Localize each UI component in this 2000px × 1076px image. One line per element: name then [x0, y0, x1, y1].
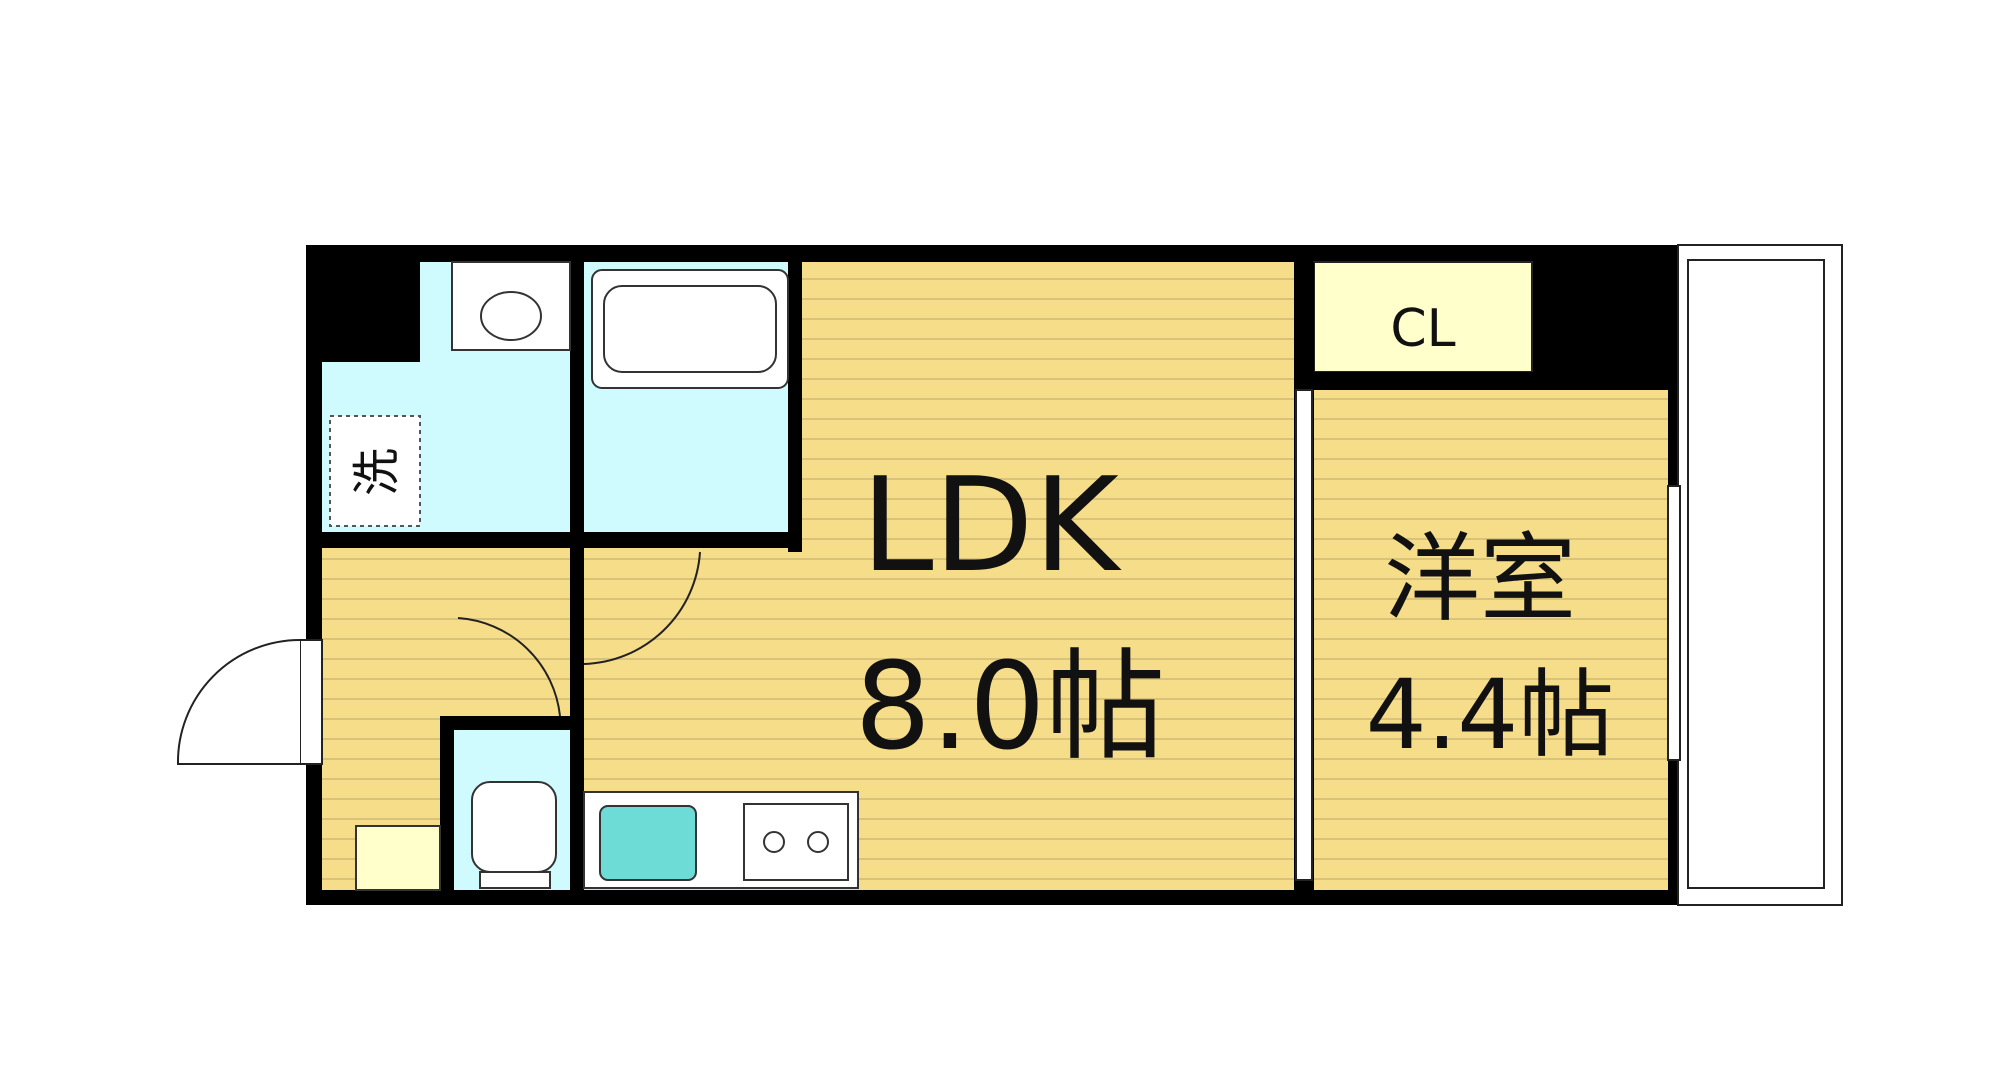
bathtub [591, 269, 789, 389]
closet [1313, 261, 1533, 373]
inner-wall [322, 262, 420, 362]
shoe-cabinet [355, 825, 441, 891]
western-room-name-label: 洋室 [1384, 523, 1576, 635]
inner-wall [322, 532, 584, 548]
sliding-door [1295, 389, 1313, 881]
inner-wall [570, 262, 584, 902]
closet-label: CL [1390, 299, 1455, 359]
inner-wall [440, 716, 454, 902]
ldk-name-label: LDK [861, 449, 1122, 601]
washing-machine-space [329, 415, 421, 527]
inner-wall [440, 716, 584, 730]
western-room-window [1667, 485, 1681, 761]
inner-wall [584, 532, 802, 548]
western-room-floor [1314, 390, 1668, 890]
door-swing [457, 617, 561, 717]
laundry-label: 洗 [349, 448, 405, 496]
inner-wall [788, 262, 802, 552]
door-swing [583, 551, 701, 665]
balcony-inner [1687, 259, 1825, 889]
toilet [471, 781, 557, 889]
washbasin [451, 261, 571, 351]
entrance-door [176, 639, 323, 765]
kitchen-counter [583, 791, 859, 889]
western-room-size-label: 4.4帖 [1366, 659, 1615, 771]
ldk-size-label: 8.0帖 [855, 638, 1166, 777]
inner-wall [1314, 372, 1668, 390]
